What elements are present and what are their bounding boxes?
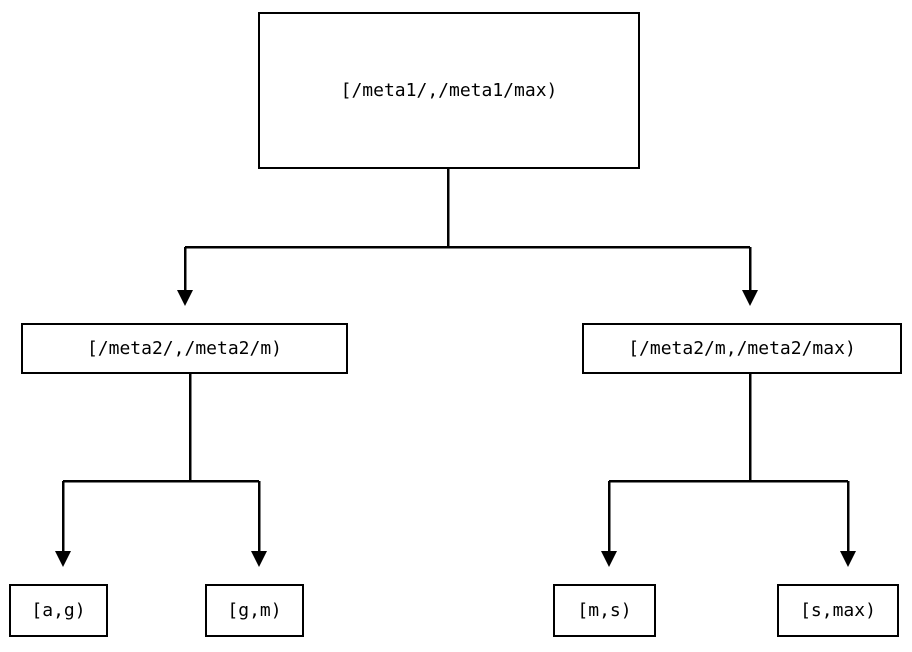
node-leaf-a-g[interactable]: [a,g) (9, 584, 108, 637)
node-leaf-m-s-label: [m,s) (577, 599, 632, 621)
arrowhead-to-leaf-a-g (55, 551, 71, 567)
node-leaf-g-m[interactable]: [g,m) (205, 584, 304, 637)
node-leaf-g-m-label: [g,m) (227, 599, 282, 621)
node-left-branch[interactable]: [/meta2/,/meta2/m) (21, 323, 348, 374)
node-root[interactable]: [/meta1/,/meta1/max) (258, 12, 640, 169)
node-left-branch-label: [/meta2/,/meta2/m) (86, 337, 283, 359)
node-leaf-m-s[interactable]: [m,s) (553, 584, 656, 637)
node-right-branch[interactable]: [/meta2/m,/meta2/max) (582, 323, 902, 374)
arrowhead-to-leaf-s-max (840, 551, 856, 567)
node-leaf-s-max-label: [s,max) (800, 599, 876, 621)
arrowhead-to-leaf-m-s (601, 551, 617, 567)
node-right-branch-label: [/meta2/m,/meta2/max) (628, 337, 856, 359)
arrowhead-to-leaf-g-m (251, 551, 267, 567)
arrowhead-to-left-branch (177, 290, 193, 306)
node-leaf-a-g-label: [a,g) (31, 599, 86, 621)
node-leaf-s-max[interactable]: [s,max) (777, 584, 899, 637)
node-root-label: [/meta1/,/meta1/max) (340, 79, 558, 101)
arrowhead-to-right-branch (742, 290, 758, 306)
